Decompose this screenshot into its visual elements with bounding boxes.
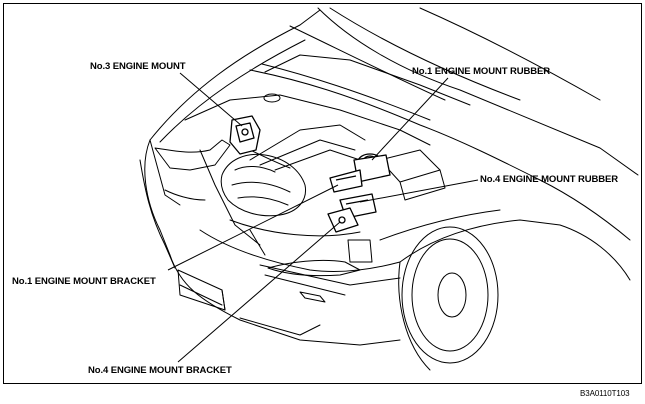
leader-no4-rubber bbox=[359, 179, 479, 203]
engine-mount-parts bbox=[229, 115, 391, 233]
leader-no1-rubber bbox=[371, 77, 449, 161]
label-no1-engine-mount-rubber: No.1 ENGINE MOUNT RUBBER bbox=[412, 66, 550, 77]
figure-frame bbox=[3, 3, 642, 384]
no1-engine-mount-bracket-part bbox=[329, 169, 363, 193]
figure-code: B3A0110T103 bbox=[580, 389, 630, 398]
leader-no3-mount bbox=[179, 72, 243, 127]
car-outline bbox=[139, 7, 639, 371]
label-no4-engine-mount-bracket: No.4 ENGINE MOUNT BRACKET bbox=[88, 365, 232, 376]
leader-no4-bracket bbox=[177, 221, 341, 363]
label-no1-engine-mount-bracket: No.1 ENGINE MOUNT BRACKET bbox=[12, 276, 156, 287]
leader-no1-bracket bbox=[167, 184, 339, 271]
label-no4-engine-mount-rubber: No.4 ENGINE MOUNT RUBBER bbox=[480, 174, 618, 185]
leader-lines bbox=[167, 72, 479, 363]
label-no3-engine-mount: No.3 ENGINE MOUNT bbox=[90, 61, 186, 72]
